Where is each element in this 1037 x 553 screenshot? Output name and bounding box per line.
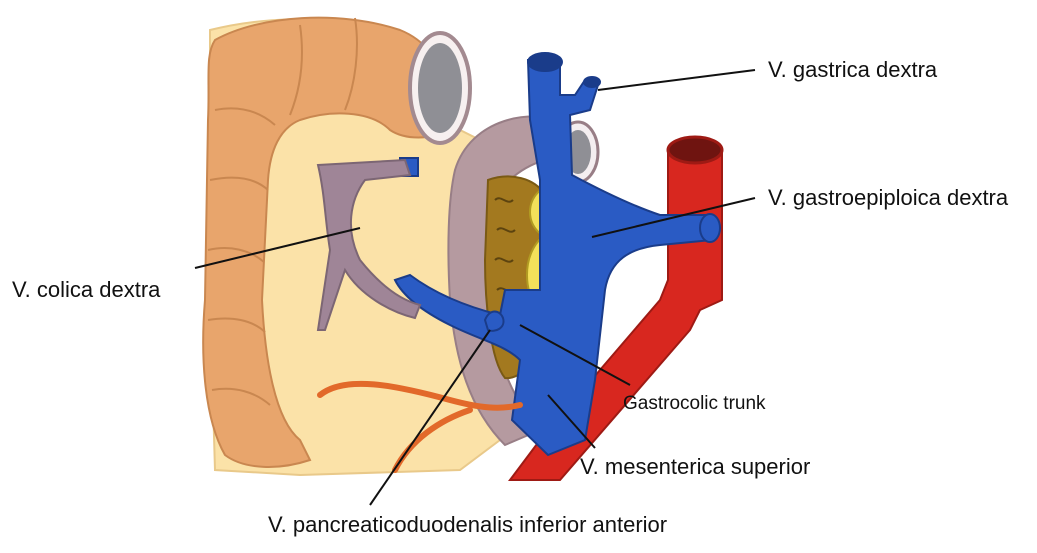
- label-colica-dextra: V. colica dextra: [12, 277, 161, 302]
- label-mesenterica-superior: V. mesenterica superior: [580, 454, 810, 479]
- label-gastrica-dextra: V. gastrica dextra: [768, 57, 938, 82]
- label-gastrocolic-trunk: Gastrocolic trunk: [623, 393, 766, 414]
- label-gastroepiploica-dextra: V. gastroepiploica dextra: [768, 185, 1009, 210]
- label-pancreaticoduodenalis: V. pancreaticoduodenalis inferior anteri…: [268, 512, 667, 537]
